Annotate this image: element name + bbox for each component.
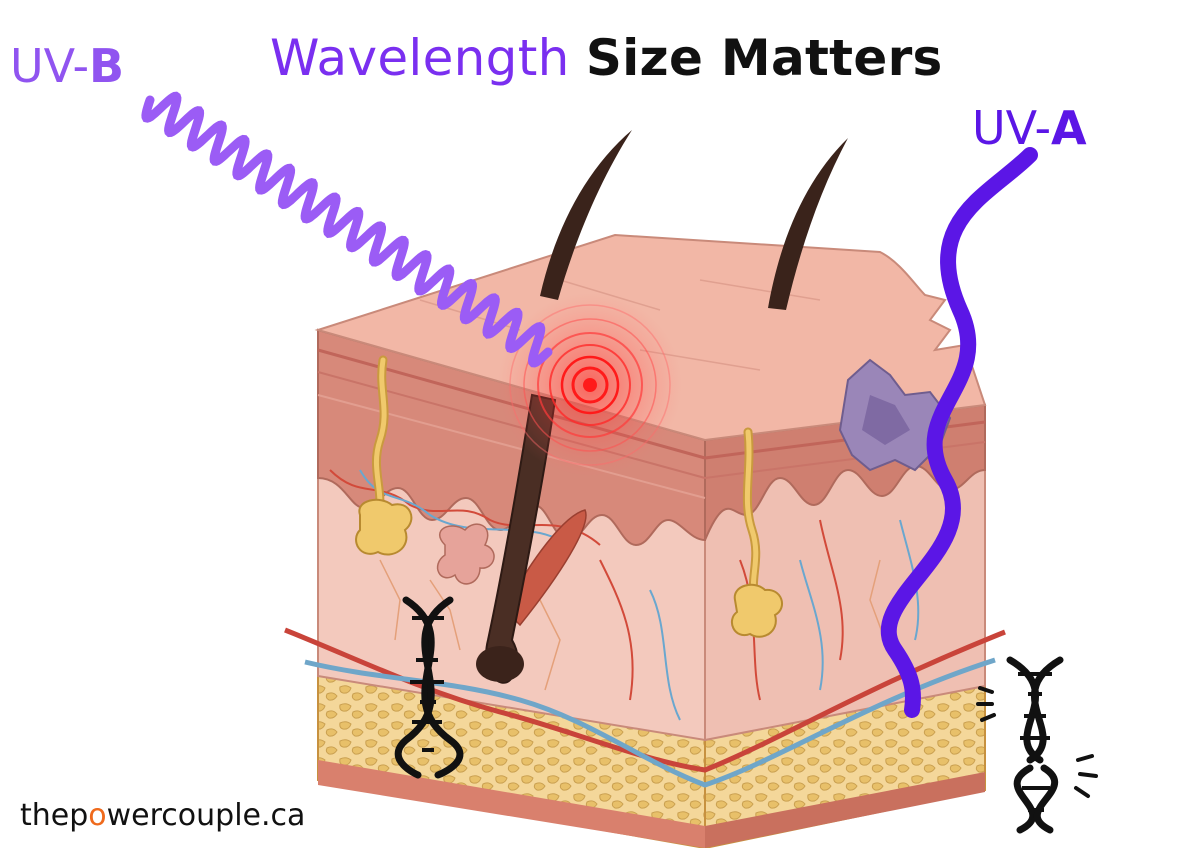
uva-letter: A: [1051, 101, 1087, 155]
uvb-letter: B: [89, 39, 124, 93]
page-title: Wavelength Size Matters: [270, 28, 943, 88]
skin-block: [285, 130, 1005, 848]
site-part2: wercouple.ca: [107, 798, 306, 833]
uvb-label: UV-B: [10, 38, 124, 94]
uva-label: UV-A: [972, 100, 1087, 156]
title-accent: Wavelength: [270, 29, 570, 87]
damaged-dna-icon: [978, 660, 1096, 830]
site-highlight: o: [88, 798, 106, 833]
sunburn-target-icon: [498, 293, 682, 477]
title-bold: Size Matters: [586, 29, 943, 87]
website-link[interactable]: thepowercouple.ca: [20, 796, 305, 836]
uva-prefix: UV-: [972, 101, 1051, 155]
uvb-prefix: UV-: [10, 39, 89, 93]
site-part1: thep: [20, 798, 88, 833]
